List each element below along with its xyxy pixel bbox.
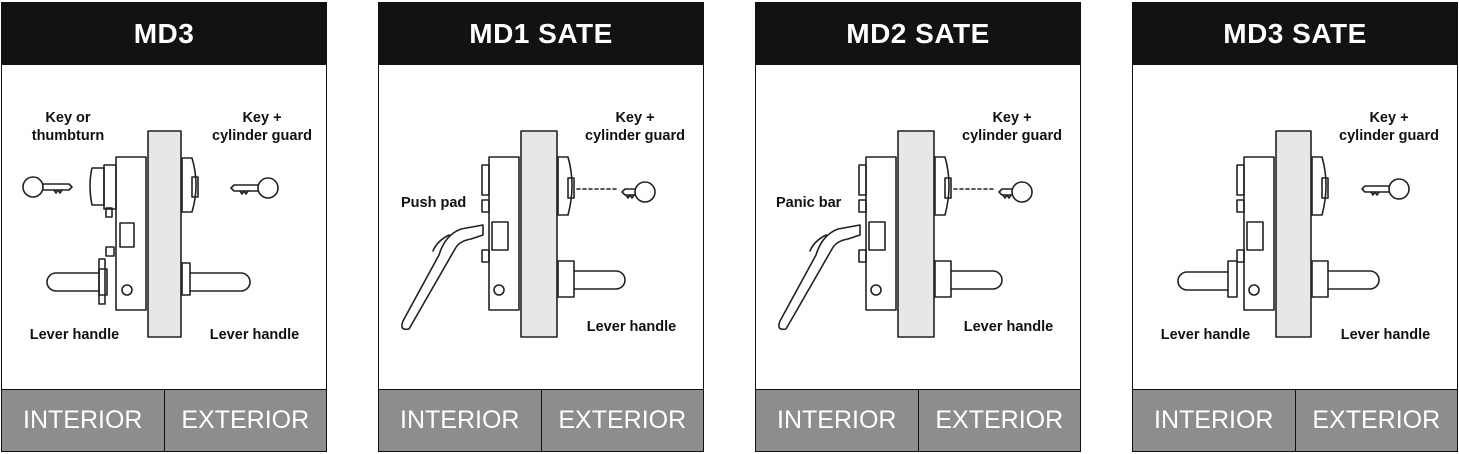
exterior-cylinder-guard [181, 157, 199, 213]
label-exterior-lever: Lever handle [1340, 327, 1431, 343]
interior-label: INTERIOR [756, 390, 918, 451]
panel-md3-sate: MD3 SATE [1132, 2, 1458, 452]
label-exterior-lever: Lever handle [209, 327, 300, 343]
door-edge [1275, 130, 1312, 338]
lock-diagram: Key or thumbturn Key + cylinder guard Le… [2, 65, 326, 391]
door-edge [897, 130, 935, 338]
exterior-lever-handle [557, 260, 626, 298]
exterior-key-icon [1361, 178, 1410, 200]
interior-escutcheon [98, 156, 147, 311]
exterior-label: EXTERIOR [540, 390, 703, 451]
label-interior-lever: Lever handle [29, 327, 120, 343]
panel-md2-sate: MD2 SATE [755, 2, 1081, 452]
exterior-lever-handle [181, 262, 251, 296]
label-key-cylinder-guard: Key + cylinder guard [212, 110, 312, 144]
label-exterior-lever: Lever handle [963, 319, 1054, 335]
label-key-cylinder-guard: Key + cylinder guard [1339, 110, 1439, 144]
push-pad-icon [401, 224, 484, 331]
interior-label: INTERIOR [1133, 390, 1295, 451]
lock-diagram-svg [401, 130, 656, 338]
interior-label: INTERIOR [379, 390, 541, 451]
panel-footer: INTERIOR EXTERIOR [2, 389, 326, 451]
panic-bar-icon [778, 224, 861, 331]
interior-escutcheon [858, 156, 897, 311]
label-key-cylinder-guard: Key + cylinder guard [585, 110, 685, 144]
interior-escutcheon [1236, 156, 1275, 311]
thumbturn-icon [89, 164, 117, 218]
panel-title: MD2 SATE [756, 3, 1080, 65]
lock-diagram: Key + cylinder guard Lever handle Lever … [1133, 65, 1457, 391]
exterior-cylinder-guard [557, 156, 575, 216]
label-interior-lever: Lever handle [1160, 327, 1251, 343]
door-edge [520, 130, 558, 338]
exterior-cylinder-guard [1311, 156, 1329, 216]
interior-escutcheon [481, 156, 520, 311]
panel-title: MD3 SATE [1133, 3, 1457, 65]
label-key-cylinder-guard: Key + cylinder guard [962, 110, 1062, 144]
lock-diagram-svg [778, 130, 1033, 338]
exterior-key-icon [621, 181, 656, 203]
exterior-cylinder-guard [934, 156, 952, 216]
exterior-label: EXTERIOR [917, 390, 1080, 451]
exterior-key-icon [998, 181, 1033, 203]
exterior-label: EXTERIOR [1294, 390, 1457, 451]
panel-footer: INTERIOR EXTERIOR [1133, 389, 1457, 451]
interior-lever-handle [1177, 260, 1238, 298]
label-exterior-lever: Lever handle [586, 319, 677, 335]
panel-footer: INTERIOR EXTERIOR [379, 389, 703, 451]
exterior-key-icon [230, 177, 279, 199]
interior-key-icon [22, 176, 73, 198]
exterior-lever-handle [1311, 260, 1380, 298]
lock-diagram-svg [22, 130, 279, 338]
label-push-pad: Push pad [401, 195, 467, 211]
label-key-thumbturn: Key or thumbturn [31, 110, 105, 144]
door-edge [147, 130, 182, 338]
interior-lever-handle [46, 268, 108, 296]
lock-diagram: Key + cylinder guard Panic bar Lever han… [756, 65, 1080, 391]
label-panic-bar: Panic bar [776, 195, 842, 211]
exterior-lever-handle [934, 260, 1003, 298]
panel-title: MD3 [2, 3, 326, 65]
panel-footer: INTERIOR EXTERIOR [756, 389, 1080, 451]
interior-label: INTERIOR [2, 390, 164, 451]
panel-title: MD1 SATE [379, 3, 703, 65]
panel-md1-sate: MD1 SATE [378, 2, 704, 452]
lock-diagram-svg [1177, 130, 1410, 338]
exterior-label: EXTERIOR [163, 390, 326, 451]
lock-diagram: Key + cylinder guard Push pad Lever hand… [379, 65, 703, 391]
panel-md3: MD3 [1, 2, 327, 452]
